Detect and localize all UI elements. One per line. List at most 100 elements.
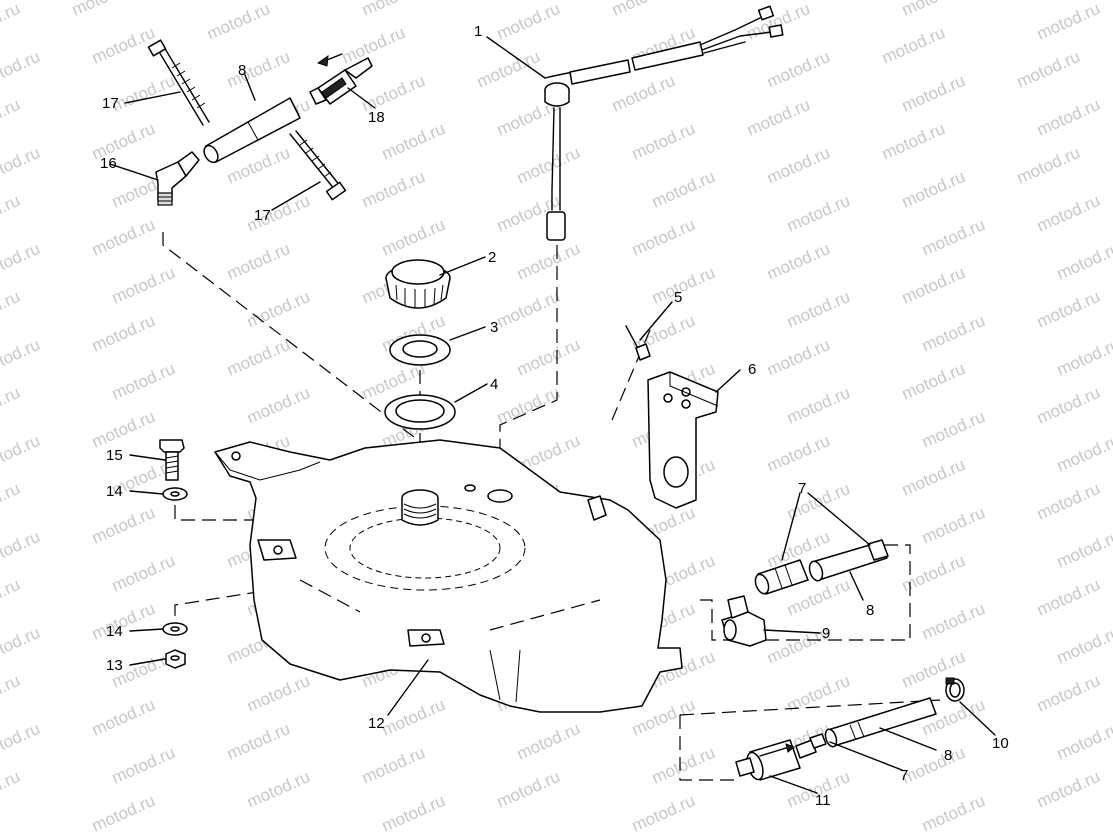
callout-10: 10	[992, 735, 1009, 752]
watermark-text: motod.ru	[744, 95, 813, 140]
watermark-text: motod.ru	[899, 71, 968, 116]
watermark-text: motod.ru	[0, 719, 43, 764]
watermark-text: motod.ru	[89, 503, 158, 548]
watermark-text: motod.ru	[919, 215, 988, 260]
watermark-text: motod.ru	[0, 623, 43, 668]
callout-14-bottom: 14	[106, 623, 123, 640]
callout-8-top: 8	[238, 62, 246, 79]
valve-18	[309, 53, 373, 105]
watermark-text: motod.ru	[0, 95, 23, 140]
watermark-text: motod.ru	[0, 383, 23, 428]
callout-labels: 1 2 3 4 5 6 7 7 8 8 8 9 10 11 12 13 14 1…	[100, 23, 1009, 809]
watermark-text: motod.ru	[919, 407, 988, 452]
watermark-text: motod.ru	[244, 767, 313, 812]
watermark-text: motod.ru	[649, 743, 718, 788]
fuel-sender-1	[544, 5, 784, 241]
hose-8-bottom	[824, 697, 937, 748]
watermark-text: motod.ru	[224, 335, 293, 380]
watermark-text: motod.ru	[1034, 191, 1103, 236]
watermark-text: motod.ru	[629, 119, 698, 164]
watermark-text: motod.ru	[899, 167, 968, 212]
watermark-text: motod.ru	[109, 551, 178, 596]
fuel-cap-2	[385, 259, 451, 309]
watermark-text: motod.ru	[919, 311, 988, 356]
watermark-text: motod.ru	[609, 0, 678, 20]
watermark-text: motod.ru	[744, 0, 813, 44]
watermark-text: motod.ru	[1054, 431, 1113, 476]
watermark-text: motod.ru	[0, 575, 23, 620]
callout-7-bottom: 7	[900, 767, 908, 784]
watermark-text: motod.ru	[879, 23, 948, 68]
watermark-text: motod.ru	[514, 143, 583, 188]
watermark-text: motod.ru	[109, 743, 178, 788]
watermark-text: motod.ru	[0, 239, 43, 284]
watermark-text: motod.ru	[1014, 143, 1083, 188]
fuel-tank-12	[214, 439, 683, 713]
watermark-text: motod.ru	[1034, 575, 1103, 620]
watermark-text: motod.ru	[89, 215, 158, 260]
callout-3: 3	[490, 319, 498, 336]
watermark-text: motod.ru	[0, 287, 23, 332]
watermark-text: motod.ru	[514, 335, 583, 380]
watermark-text: motod.ru	[919, 599, 988, 644]
callout-17-middle: 17	[254, 207, 271, 224]
watermark-text: motod.ru	[224, 47, 293, 92]
elbow-connector-9	[721, 595, 767, 647]
watermark-text: motod.ru	[899, 0, 968, 20]
callout-4: 4	[490, 376, 498, 393]
clamp-spring-17-top	[147, 39, 210, 126]
callout-8-bottom: 8	[944, 747, 952, 764]
callout-17-top: 17	[102, 95, 119, 112]
watermark-text: motod.ru	[0, 143, 43, 188]
watermark-text: motod.ru	[1034, 287, 1103, 332]
watermark-text: motod.ru	[1054, 239, 1113, 284]
hose-clamp-7-right	[867, 539, 889, 561]
watermark-text: motod.ru	[0, 191, 23, 236]
watermark-text: motod.ru	[339, 23, 408, 68]
watermark-text: motod.ru	[359, 167, 428, 212]
watermark-text: motod.ru	[109, 71, 178, 116]
nut-13	[165, 649, 186, 669]
elbow-fitting-16	[155, 151, 200, 206]
callout-7-right: 7	[798, 480, 806, 497]
fuel-filter-11	[735, 733, 827, 781]
watermark-text: motod.ru	[764, 335, 833, 380]
callout-5: 5	[674, 289, 682, 306]
bracket-6	[647, 371, 719, 509]
callout-9: 9	[822, 625, 830, 642]
watermark-text: motod.ru	[629, 791, 698, 835]
leader-lines	[109, 36, 996, 794]
watermark-text: motod.ru	[244, 383, 313, 428]
watermark-text: motod.ru	[629, 215, 698, 260]
watermark-text: motod.ru	[109, 263, 178, 308]
callout-16: 16	[100, 155, 117, 172]
watermark-text: motod.ru	[0, 0, 23, 44]
watermark-text: motod.ru	[784, 287, 853, 332]
watermark-text: motod.ru	[899, 359, 968, 404]
watermark-text: motod.ru	[379, 215, 448, 260]
watermark-text: motod.ru	[1054, 527, 1113, 572]
watermark-text: motod.ru	[89, 695, 158, 740]
watermark-text: motod.ru	[1034, 383, 1103, 428]
watermark-text: motod.ru	[1054, 335, 1113, 380]
watermark-text: motod.ru	[224, 719, 293, 764]
seal-ring-4	[384, 394, 456, 430]
watermark-text: motod.ru	[1034, 767, 1103, 812]
watermark-text: motod.ru	[109, 359, 178, 404]
watermark-text: motod.ru	[1034, 479, 1103, 524]
watermark-text: motod.ru	[764, 239, 833, 284]
watermark-text: motod.ru	[89, 23, 158, 68]
hose-clamp-7-left	[754, 559, 809, 595]
watermark-text: motod.ru	[1034, 95, 1103, 140]
watermark-text: motod.ru	[0, 767, 23, 812]
watermark-text: motod.ru	[89, 311, 158, 356]
callout-11: 11	[815, 792, 831, 809]
watermark-text: motod.ru	[649, 263, 718, 308]
clamp-spring-17-middle	[289, 130, 347, 201]
watermark-text: motod.ru	[494, 287, 563, 332]
callout-18: 18	[368, 109, 385, 126]
callout-1: 1	[474, 23, 482, 40]
callout-6: 6	[748, 361, 756, 378]
watermark-text: motod.ru	[359, 743, 428, 788]
